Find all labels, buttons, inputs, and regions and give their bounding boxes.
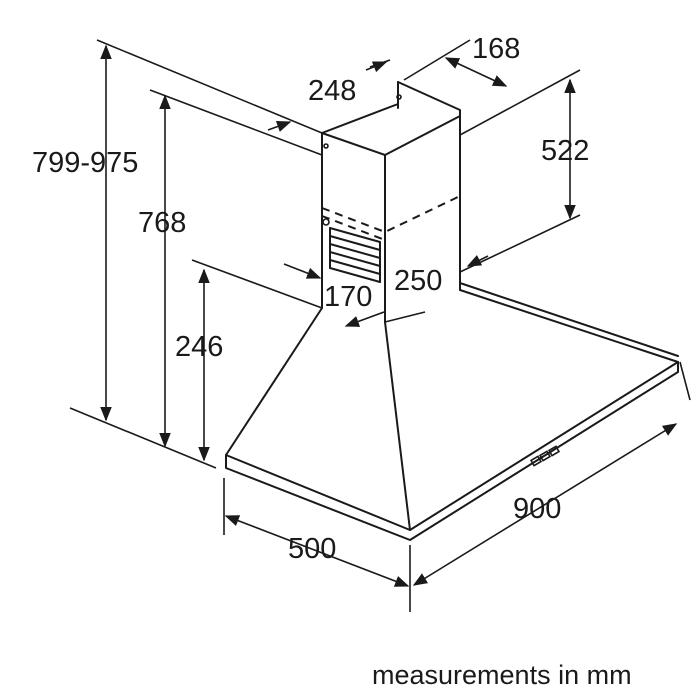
hood-outline <box>225 81 679 541</box>
chimney-depth-label: 168 <box>472 33 520 65</box>
dimension-arrows <box>100 44 678 587</box>
chimney-height-label: 522 <box>541 135 589 167</box>
inner-depth-arrow-a <box>283 263 322 279</box>
inner-depth-arrow-b <box>344 311 385 327</box>
chimney-depth-arrow <box>444 57 508 87</box>
measurement-units-caption: measurements in mm <box>372 660 632 690</box>
hood-height-label: 768 <box>138 207 186 239</box>
chimney-width-label: 248 <box>308 75 356 107</box>
depth-label: 500 <box>288 533 336 565</box>
width-arrow <box>412 423 678 586</box>
chimney-width-arrow-a <box>365 61 388 73</box>
vent-slots <box>329 227 381 283</box>
inner-chimney-width-label: 250 <box>394 265 442 297</box>
inner-width-arrow <box>466 255 489 267</box>
chimney-width-arrow-b <box>267 121 292 132</box>
inner-chimney-depth-label: 170 <box>324 281 372 313</box>
extension-lines <box>69 39 691 612</box>
total-height-label: 799-975 <box>32 147 138 179</box>
depth-arrow <box>224 515 410 587</box>
width-label: 900 <box>513 493 561 525</box>
canopy-height-label: 246 <box>175 331 223 363</box>
